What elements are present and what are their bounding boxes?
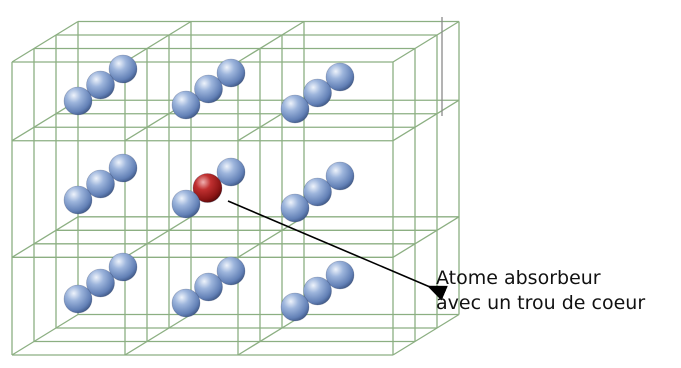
grid-line — [392, 99, 460, 142]
grid-line — [124, 20, 192, 63]
atom — [303, 177, 332, 207]
grid-line — [237, 20, 305, 63]
atom — [86, 169, 115, 199]
atom — [86, 70, 115, 100]
grid-line — [392, 313, 460, 356]
atom — [171, 90, 201, 120]
absorber-atom — [192, 173, 223, 203]
atom — [280, 94, 310, 124]
grid-line — [11, 216, 79, 258]
atom-chains — [63, 54, 355, 322]
grid-line — [124, 216, 192, 258]
grid-line — [237, 313, 305, 356]
grid-line — [392, 216, 460, 258]
atom — [216, 157, 246, 187]
absorber-annotation: Atome absorbeur avec un trou de coeur — [436, 266, 645, 316]
annotation-arrow — [227, 200, 448, 301]
grid-line — [11, 313, 79, 356]
atom — [108, 153, 138, 183]
grid-line — [237, 216, 305, 258]
grid-line — [392, 20, 460, 63]
atom — [63, 86, 93, 116]
atom — [325, 62, 355, 92]
annotation-line-1: Atome absorbeur — [436, 267, 601, 289]
lattice-grid — [11, 20, 460, 356]
grid-line — [124, 313, 192, 356]
atom — [108, 252, 138, 282]
atom — [86, 268, 115, 298]
atom — [303, 78, 332, 108]
atom — [171, 189, 201, 219]
atom — [194, 74, 223, 104]
atom — [325, 260, 355, 290]
atom — [171, 288, 201, 318]
atom — [325, 161, 355, 191]
atom — [280, 193, 310, 223]
annotation-line-2: avec un trou de coeur — [436, 292, 646, 314]
atom — [216, 58, 246, 88]
atom — [216, 256, 246, 286]
atom — [303, 276, 332, 306]
atom — [63, 185, 93, 215]
atom — [280, 292, 310, 322]
atom — [108, 54, 138, 84]
atom — [63, 284, 93, 314]
grid-line — [11, 20, 79, 63]
atom — [194, 272, 223, 302]
